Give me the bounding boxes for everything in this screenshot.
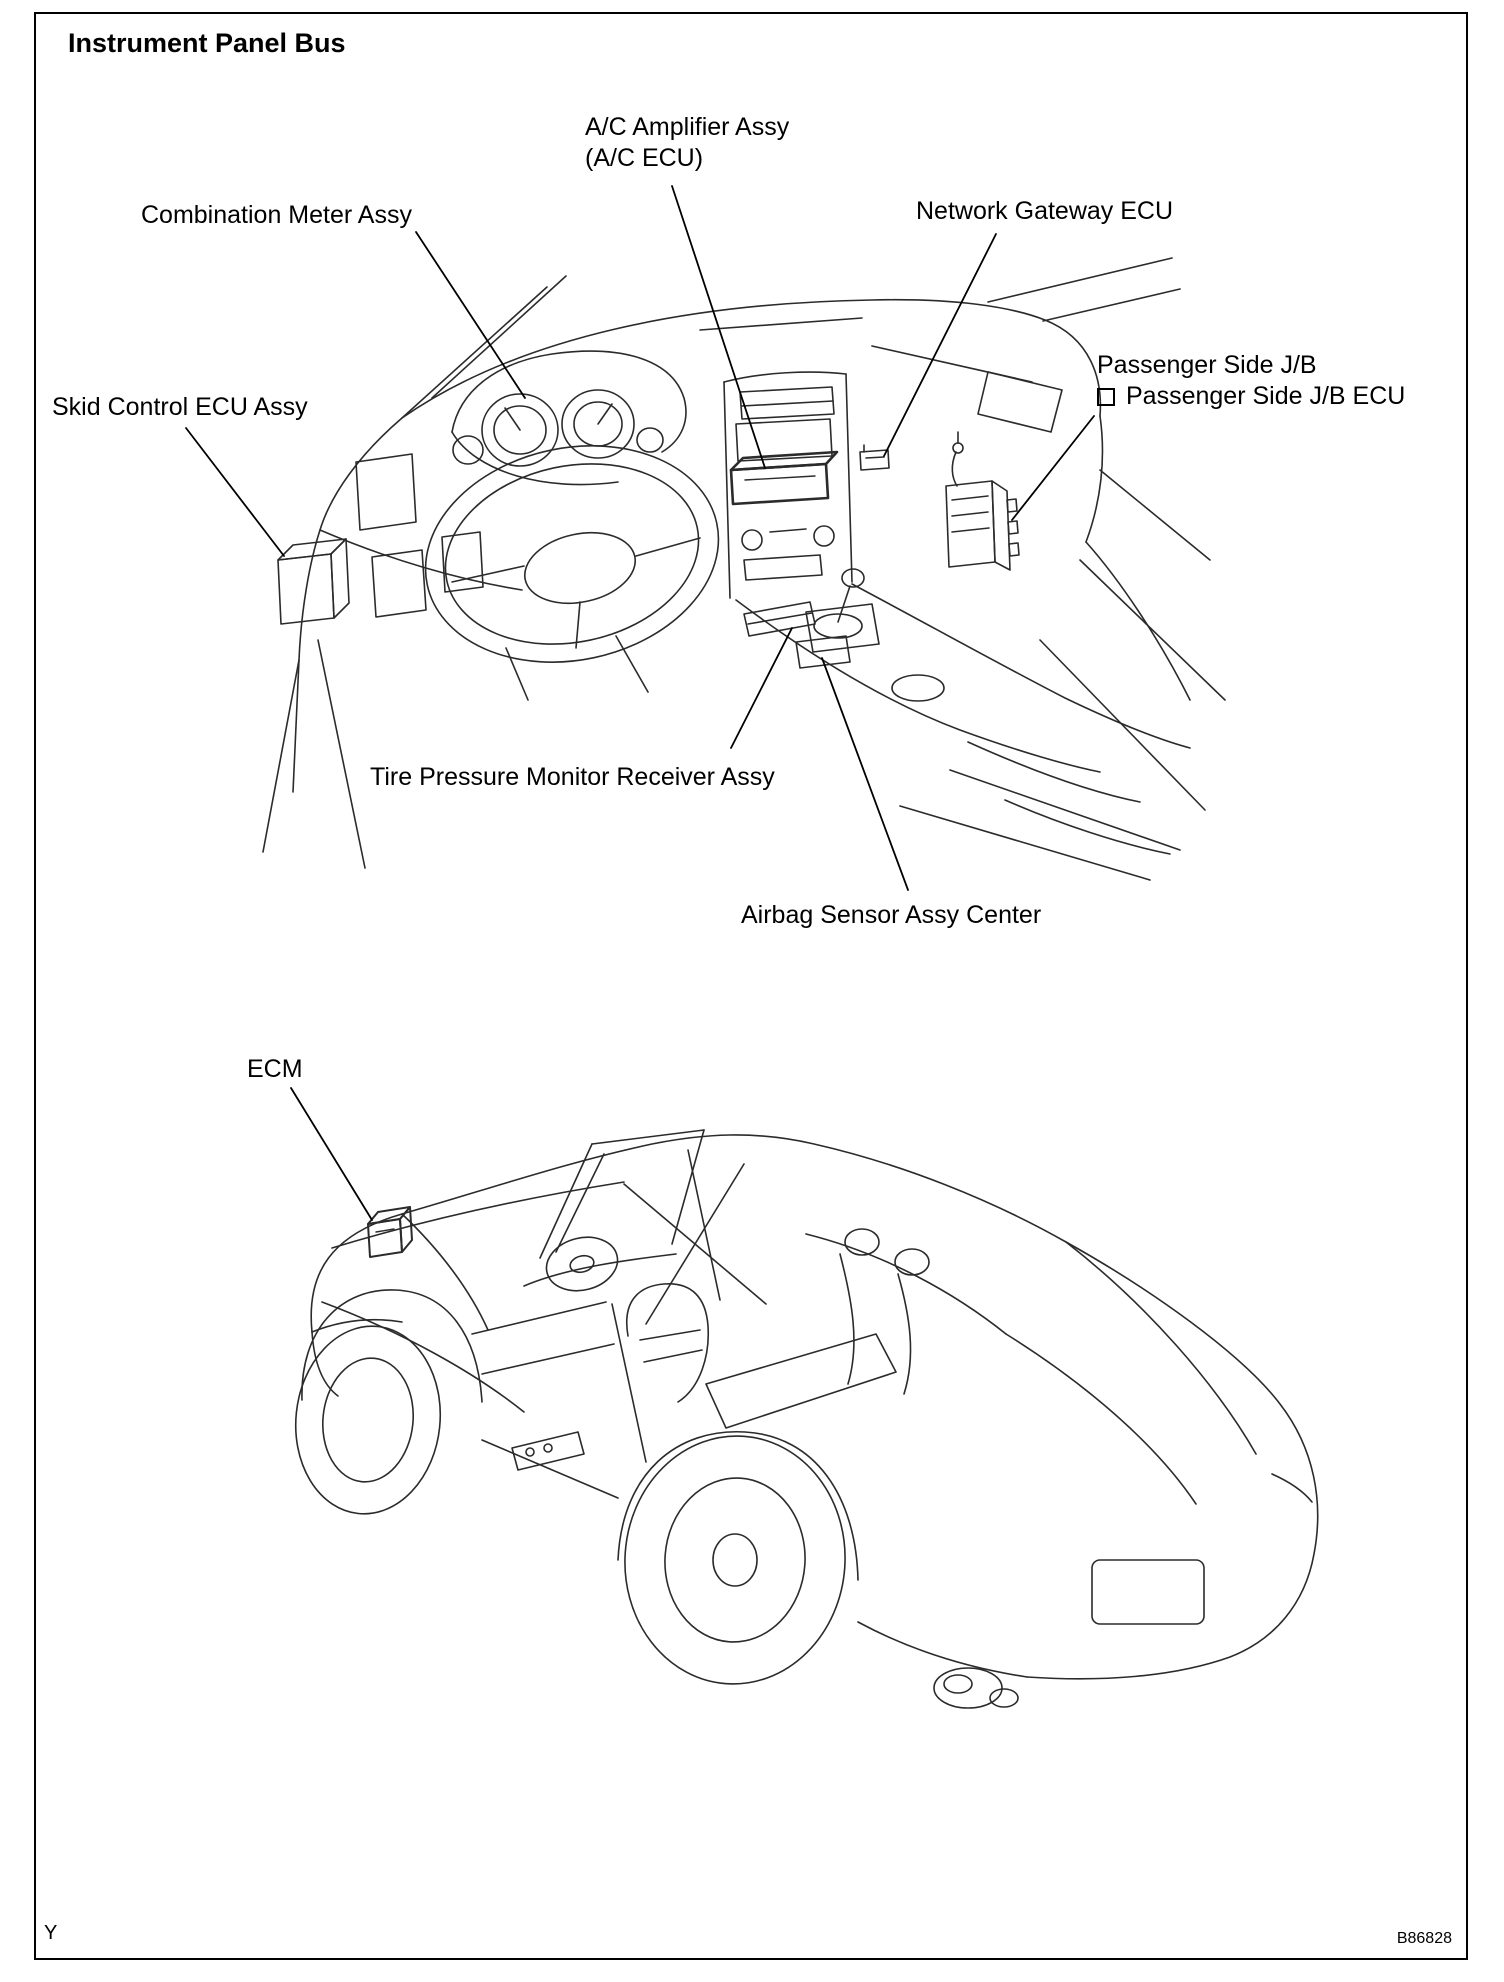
page-title: Instrument Panel Bus [68,28,346,58]
leader-skid-control [185,427,285,557]
label-combination-meter: Combination Meter Assy [141,201,412,229]
page-border [34,12,1468,1960]
figure-number: B86828 [1396,1930,1452,1947]
label-skid-control: Skid Control ECU Assy [52,393,308,421]
vehicle-drawing [294,1129,1319,1709]
ecm-box [367,1206,413,1258]
dash-vent-line [699,317,863,331]
dashboard-drawing [262,257,1226,881]
leader-passenger-jb [1011,415,1095,521]
leader-combination-meter [415,231,526,399]
label-line: Passenger Side J/B ECU [1097,381,1405,412]
label-line: Passenger Side J/B [1097,351,1317,379]
skid-control-ecu-box [277,538,350,625]
label-ecm: ECM [247,1055,303,1083]
leader-ecm [290,1087,373,1221]
ac-amplifier-unit [729,450,839,506]
a-pillar-line [401,286,548,419]
leader-lines [185,185,1095,1221]
windshield-line [987,257,1173,303]
a-pillar-line [431,275,567,399]
footer-page-marker: Y [44,1922,58,1944]
combination-meter-cluster [451,350,687,486]
label-line: A/C Amplifier Assy [585,113,790,141]
square-bullet-icon [1097,387,1115,406]
center-stack [723,371,853,599]
passenger-dash-side [871,345,1226,881]
label-passenger-jb: Passenger Side J/B Passenger Side J/B EC… [1097,350,1405,412]
dash-top-edge [401,298,1102,419]
far-side-wheel [933,1667,1003,1709]
airbag-sensor-unit [795,635,851,669]
car-body-outline [310,1134,1319,1680]
kick-panel-line [262,659,300,853]
leader-network-gateway [883,233,997,457]
leader-tire-pressure [730,627,793,749]
leader-airbag-sensor [821,657,909,891]
label-ac-amplifier: A/C Amplifier Assy (A/C ECU) [585,112,789,174]
label-text: Passenger Side J/B ECU [1126,382,1406,410]
passenger-jb-unit [945,431,1020,571]
label-airbag-sensor: Airbag Sensor Assy Center [741,901,1042,929]
body-details [311,1181,1313,1708]
windshield-line [1042,288,1181,322]
network-gateway-unit [859,444,890,471]
windshield-frame [539,1129,705,1259]
under-dash-line [319,529,523,591]
label-network-gateway: Network Gateway ECU [916,197,1174,225]
driver-dash-panels [355,453,484,618]
label-line: (A/C ECU) [585,144,704,172]
front-wheel [294,1325,442,1515]
label-tire-pressure: Tire Pressure Monitor Receiver Assy [370,763,775,791]
center-console [735,568,1191,855]
rear-wheel [624,1435,846,1685]
kick-panel-line [317,639,366,869]
steering-wheel [424,445,720,701]
leader-ac-amplifier [671,185,766,469]
tire-pressure-receiver-unit [743,601,816,637]
car-interior [471,1149,1007,1471]
